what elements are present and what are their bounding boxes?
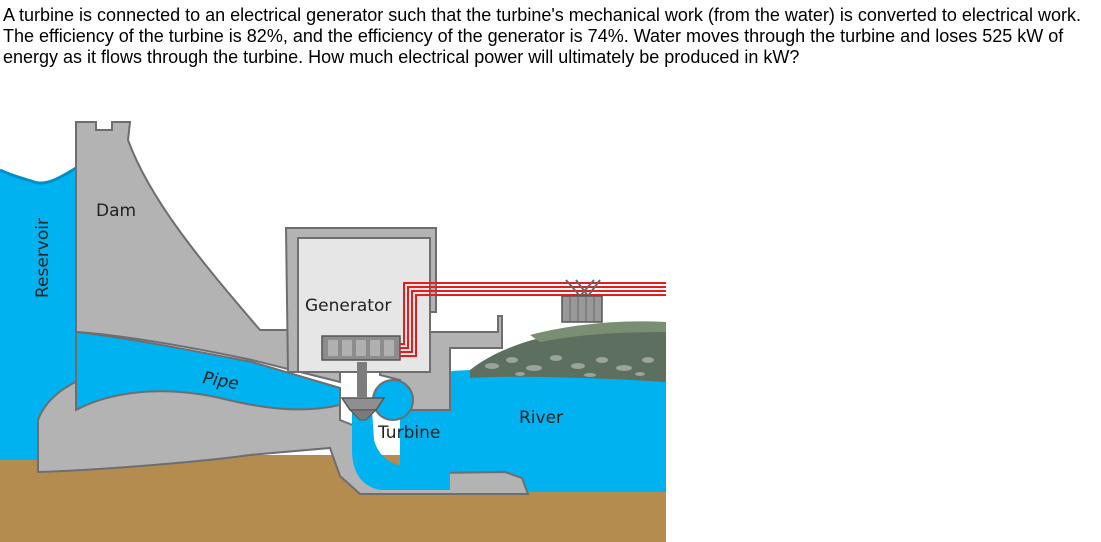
- hydroelectric-dam-diagram: Dam Reservoir Generator Pipe Turbine Riv…: [0, 121, 666, 542]
- reservoir-label: Reservoir: [33, 218, 53, 298]
- reservoir-water: [0, 168, 78, 460]
- question-text: A turbine is connected to an electrical …: [3, 5, 1081, 67]
- turbine-runner-icon: [340, 397, 386, 411]
- penstock-pipe: [75, 330, 341, 412]
- draft-tube: [352, 410, 450, 490]
- turbine-label: Turbine: [377, 423, 440, 443]
- reservoir-surface: [0, 166, 77, 185]
- bank-grass: [530, 321, 666, 342]
- river-water: [400, 369, 666, 492]
- bank-rocks: [485, 355, 654, 377]
- river-label: River: [519, 408, 563, 428]
- power-lines: [400, 282, 666, 357]
- turbine-shaft: [357, 362, 367, 397]
- dam-label: Dam: [96, 201, 136, 221]
- generator-label: Generator: [305, 296, 391, 316]
- transformer-icon: [561, 279, 603, 323]
- draft-tube-outlet: [412, 412, 488, 462]
